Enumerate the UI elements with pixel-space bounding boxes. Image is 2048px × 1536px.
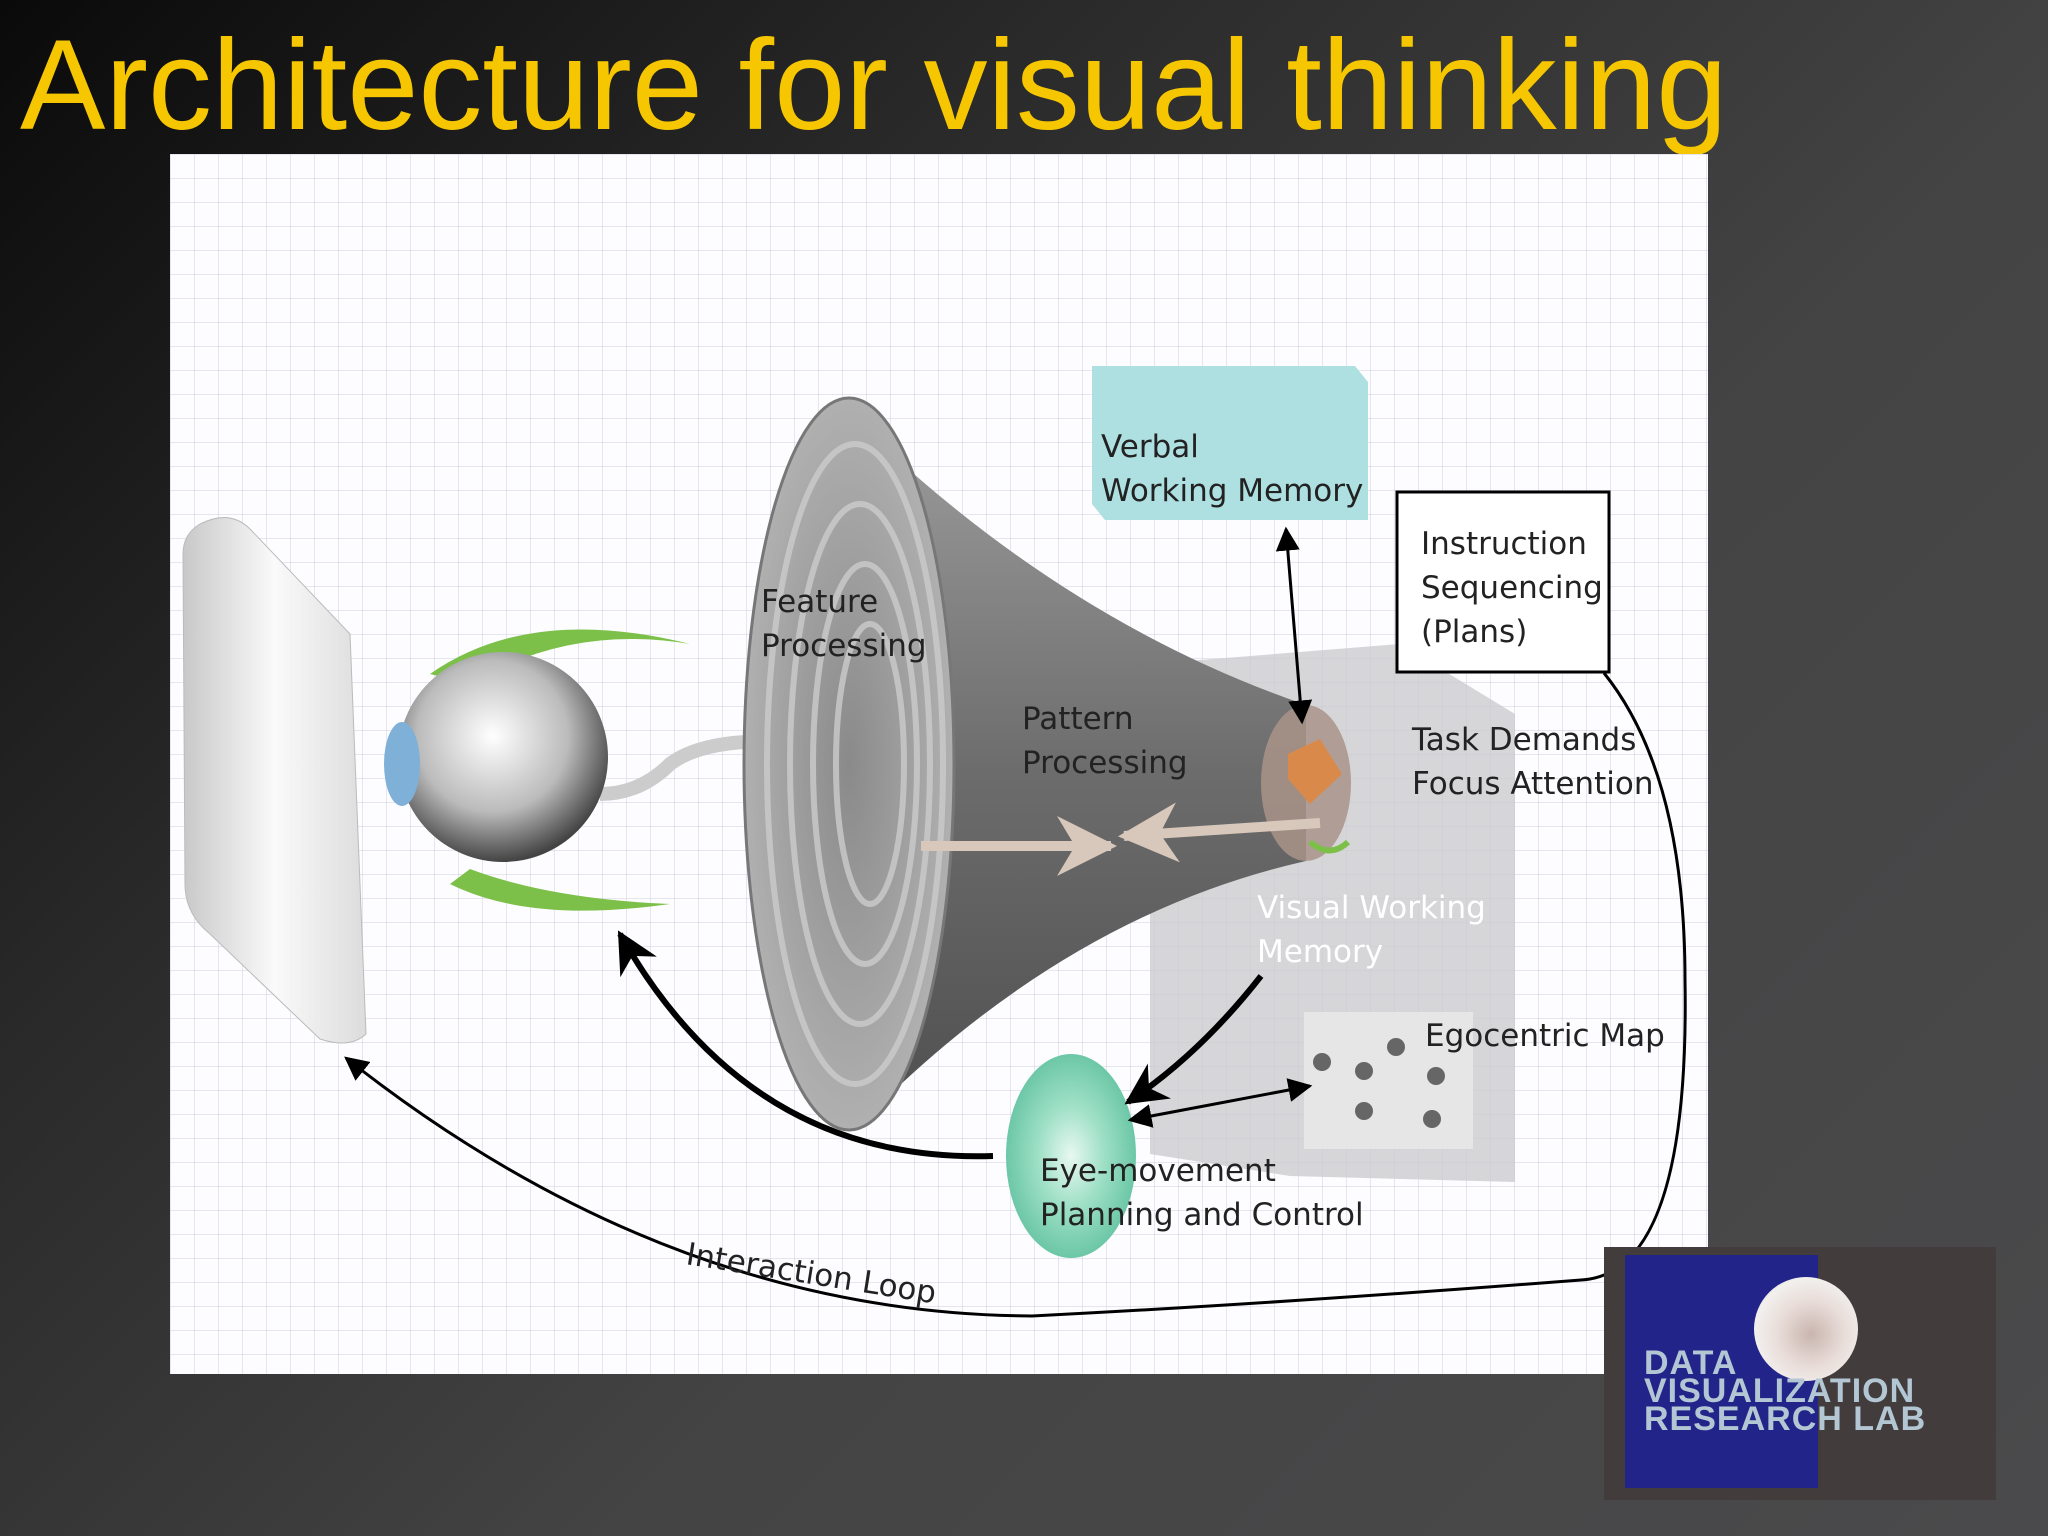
label-feature-processing-2: Processing bbox=[761, 628, 927, 664]
label-egocentric-map: Egocentric Map bbox=[1425, 1018, 1665, 1054]
eyeball bbox=[398, 652, 608, 862]
label-visual-wm-2: Memory bbox=[1257, 934, 1383, 970]
label-verbal-1: Verbal bbox=[1101, 429, 1199, 465]
lower-eyelid bbox=[450, 869, 670, 911]
label-eye-movement-2: Planning and Control bbox=[1040, 1197, 1364, 1233]
label-eye-movement-1: Eye-movement bbox=[1040, 1153, 1276, 1189]
label-instruction-1: Instruction bbox=[1421, 526, 1587, 562]
label-interaction-loop: Interaction Loop bbox=[684, 1236, 939, 1311]
label-visual-wm-1: Visual Working bbox=[1257, 890, 1486, 926]
architecture-diagram: Feature Processing Pattern Processing Ve… bbox=[182, 366, 1687, 1318]
egocentric-map-square bbox=[1304, 1012, 1473, 1149]
label-instruction-3: (Plans) bbox=[1421, 614, 1527, 650]
label-verbal-2: Working Memory bbox=[1101, 473, 1363, 509]
vwm-to-eye-arrow bbox=[1124, 974, 1264, 1105]
diagram-panel: Feature Processing Pattern Processing Ve… bbox=[170, 154, 1708, 1374]
label-pattern-processing-2: Processing bbox=[1022, 745, 1188, 781]
eye-movement-control-ellipsoid bbox=[1006, 1054, 1136, 1258]
pattern-processing-funnel bbox=[870, 434, 1306, 1114]
eye-control-to-eye-arrow bbox=[617, 930, 994, 1160]
verbal-visual-arrow bbox=[1275, 526, 1313, 725]
logo-text: DATA VISUALIZATION RESEARCH LAB bbox=[1644, 1344, 1927, 1438]
feedback-arrow bbox=[1118, 802, 1321, 863]
focus-attention-cube bbox=[1288, 739, 1342, 804]
label-task-demands-2: Focus Attention bbox=[1412, 766, 1653, 802]
lab-logo: DATA VISUALIZATION RESEARCH LAB bbox=[1604, 1247, 1996, 1500]
label-feature-processing-1: Feature bbox=[761, 584, 878, 620]
eye-lens bbox=[384, 722, 420, 806]
logo-sphere bbox=[1754, 1277, 1858, 1381]
verbal-working-memory-box bbox=[1092, 366, 1368, 520]
interaction-loop-arrow bbox=[344, 672, 1687, 1318]
label-task-demands-1: Task Demands bbox=[1411, 722, 1636, 758]
slide-title: Architecture for visual thinking bbox=[20, 14, 1728, 157]
instruction-sequencing-box bbox=[1395, 490, 1611, 674]
label-pattern-processing-1: Pattern bbox=[1022, 701, 1134, 737]
map-dots bbox=[1313, 1038, 1445, 1128]
eye-map-arrow bbox=[1127, 1078, 1313, 1128]
display-screen bbox=[182, 517, 367, 1044]
feature-processing-disc bbox=[742, 396, 956, 1132]
label-instruction-2: Sequencing bbox=[1421, 570, 1603, 606]
small-green-arc bbox=[1308, 839, 1351, 854]
